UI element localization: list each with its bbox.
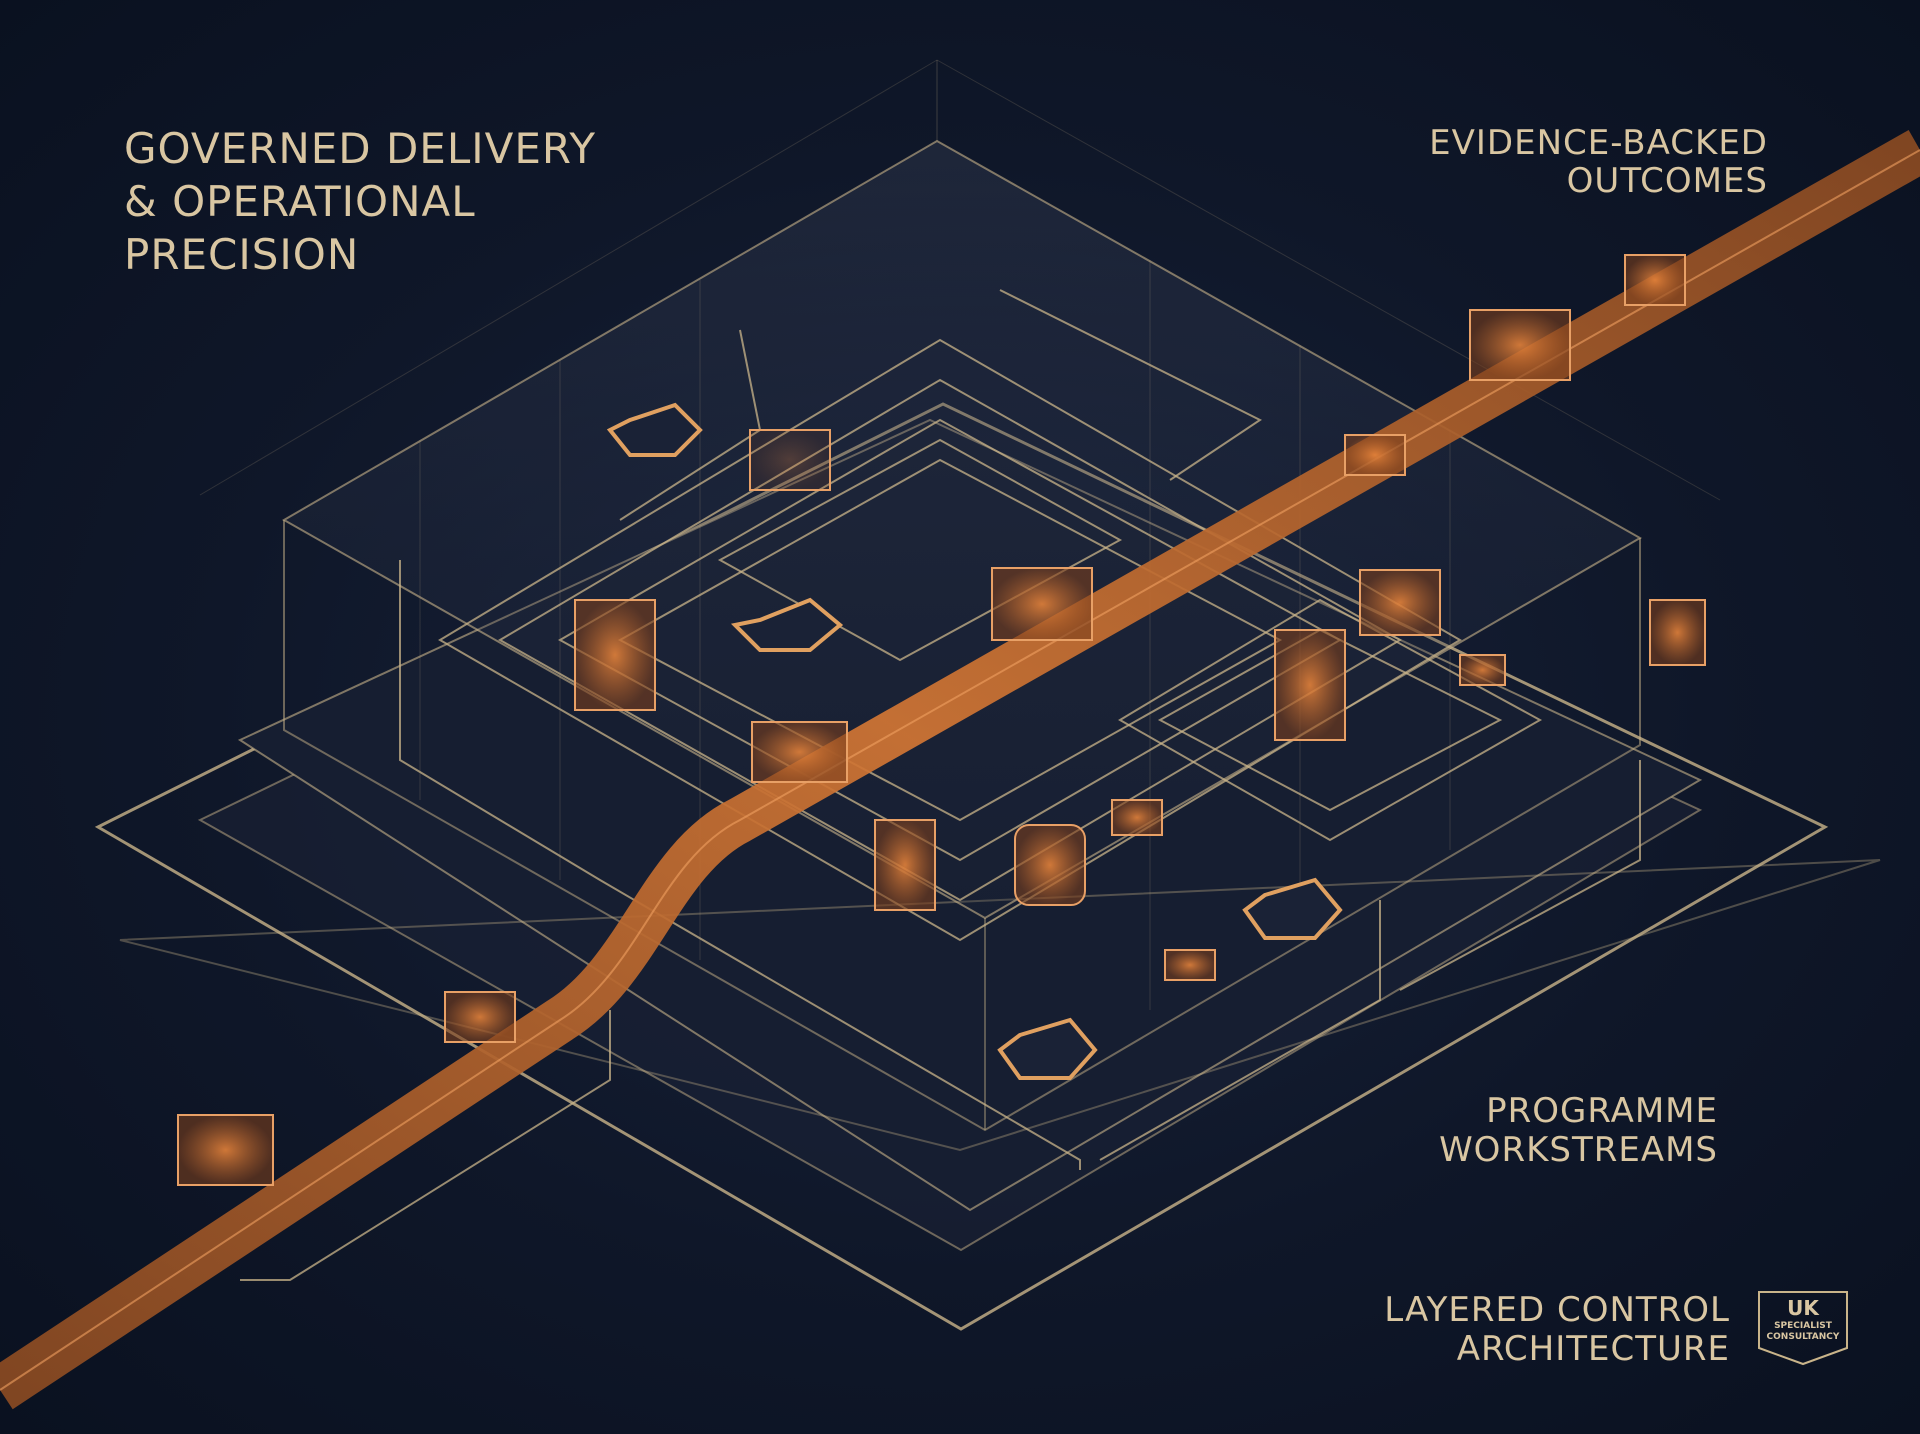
tower [1274,629,1346,741]
tower [874,819,936,911]
cargo-box [1649,599,1706,666]
hex-node [730,597,844,652]
database [1014,824,1086,906]
hex-node [606,402,703,457]
tower [574,599,656,711]
cargo-box [1624,254,1686,306]
cargo-box [1164,949,1216,981]
cargo-box [1359,569,1441,636]
label-governed-delivery: GOVERNED DELIVERY & OPERATIONAL PRECISIO… [124,124,597,279]
truck [991,567,1093,641]
label-evidence-backed-outcomes: EVIDENCE-BACKED OUTCOMES [1429,123,1768,201]
label-layered-control-architecture: LAYERED CONTROL ARCHITECTURE [1384,1290,1730,1369]
truck [444,991,516,1043]
truck [177,1114,274,1186]
hex-node [997,1017,1098,1080]
hex-node [1242,877,1343,940]
label-programme-workstreams: PROGRAMME WORKSTREAMS [1439,1091,1718,1170]
truck [1469,309,1571,381]
uk-specialist-consultancy-badge: UK SPECIALIST CONSULTANCY [1757,1290,1849,1366]
shield-icon [1758,1291,1848,1366]
truck [1344,434,1406,476]
truck [751,721,848,783]
cargo-box [749,429,831,491]
cargo-box [1111,799,1163,836]
cargo-box [1459,654,1506,686]
